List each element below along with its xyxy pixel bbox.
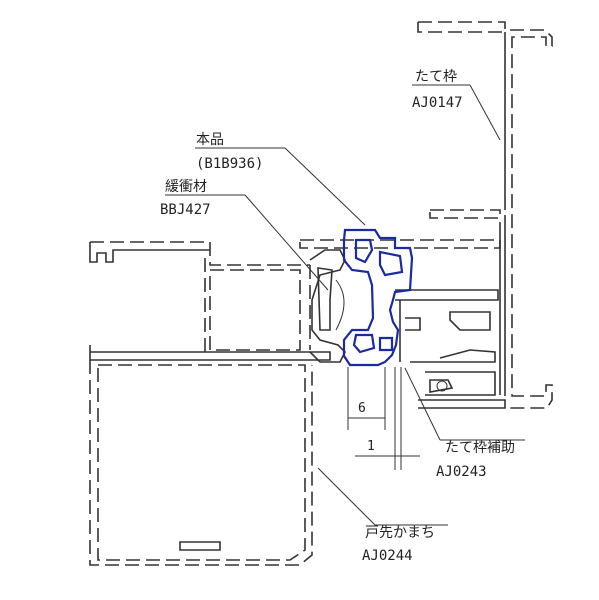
buffer-code-label: BBJ427: [160, 202, 211, 218]
vertical-frame-profile: [417, 21, 553, 409]
dimension-lines: [347, 367, 420, 470]
buffer-name-label: 緩衝材: [165, 179, 207, 195]
frame-code-label: AJ0147: [412, 95, 463, 111]
door-stile-profile: [89, 241, 331, 566]
stile-code-label: AJ0244: [362, 548, 413, 564]
buffer-material-profile: [309, 249, 346, 363]
dimension-1-label: 1: [367, 439, 375, 454]
frame-auxiliary-profile: [299, 239, 501, 396]
frame-name-label: たて枠: [415, 69, 457, 85]
product-name-label: 本品: [196, 132, 224, 148]
aux-code-label: AJ0243: [436, 464, 487, 480]
dimension-6-label: 6: [358, 401, 366, 416]
stile-name-label: 戸先かまち: [365, 525, 435, 541]
leader-lines: [165, 84, 525, 526]
aux-name-label: たて枠補助: [445, 440, 515, 456]
product-code-label: (B1B936): [196, 156, 263, 172]
product-gasket-profile: [342, 228, 414, 367]
